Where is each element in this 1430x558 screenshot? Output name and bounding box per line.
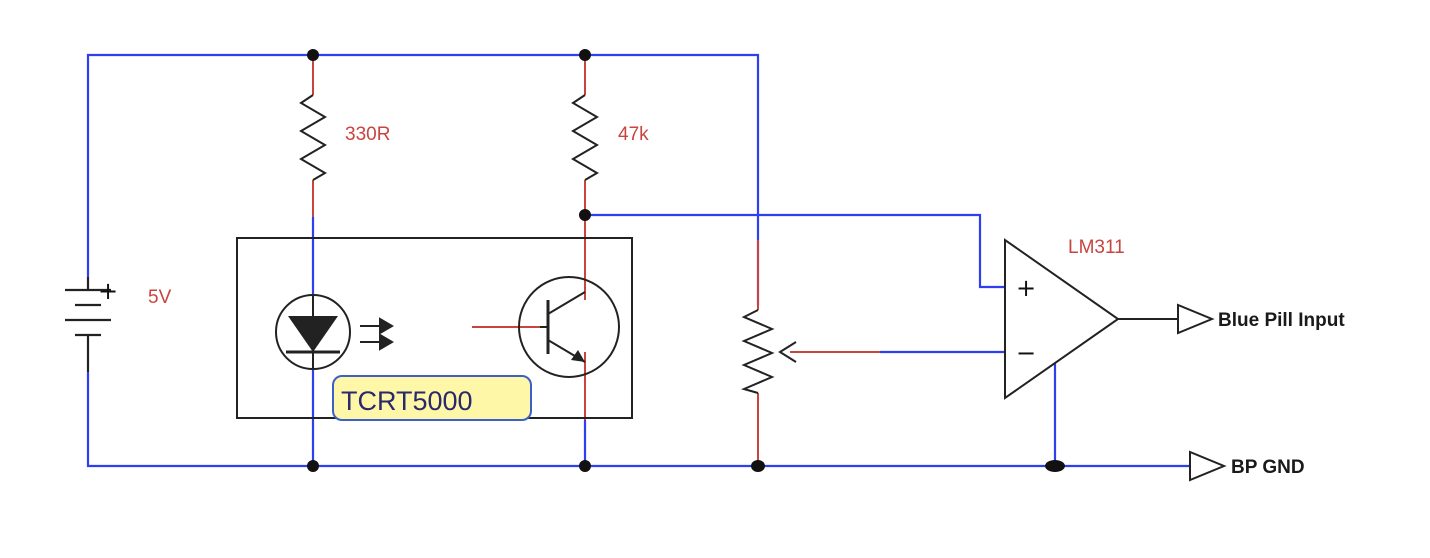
junction-bottom-emitter [579,460,591,472]
sensor-label-box [332,375,532,421]
led-icon [275,294,351,370]
potentiometer-wiper-arrow [778,341,797,363]
battery-voltage-label: 5V [148,287,172,308]
ground-port-icon [1189,450,1227,482]
resistor-330r [299,94,327,181]
comparator-lm311 [1004,238,1120,400]
ground-port-label: BP GND [1231,457,1305,478]
resistor-47k [571,94,599,181]
component-leads [312,55,880,466]
resistor-47k-label: 47k [618,124,649,145]
junction-top-pullup [579,49,591,61]
potentiometer [741,309,775,394]
phototransistor-icon [518,276,620,378]
sensor-label: TCRT5000 [341,386,473,416]
junction-bottom-led [307,460,319,472]
wires [86,53,1190,468]
output-port-label: Blue Pill Input [1218,310,1345,331]
bottom-rail-wire [86,372,1190,468]
battery-plus-sign: + [98,277,118,305]
junction-top-led [307,49,319,61]
comparator-label: LM311 [1068,237,1125,258]
comparator-minus-sign: − [1016,339,1036,367]
output-port-icon [1177,303,1215,335]
junction-collector [579,209,591,221]
junction-bottom-pot [751,460,765,472]
junction-bottom-comparator [1045,460,1065,472]
emission-arrows-icon [360,317,394,351]
resistor-330r-label: 330R [345,124,390,145]
junction-dots [307,49,1065,472]
comparator-plus-sign: + [1016,274,1036,302]
signal-wire [585,213,1005,289]
top-rail-wire [86,53,760,305]
battery-symbol [65,277,111,372]
